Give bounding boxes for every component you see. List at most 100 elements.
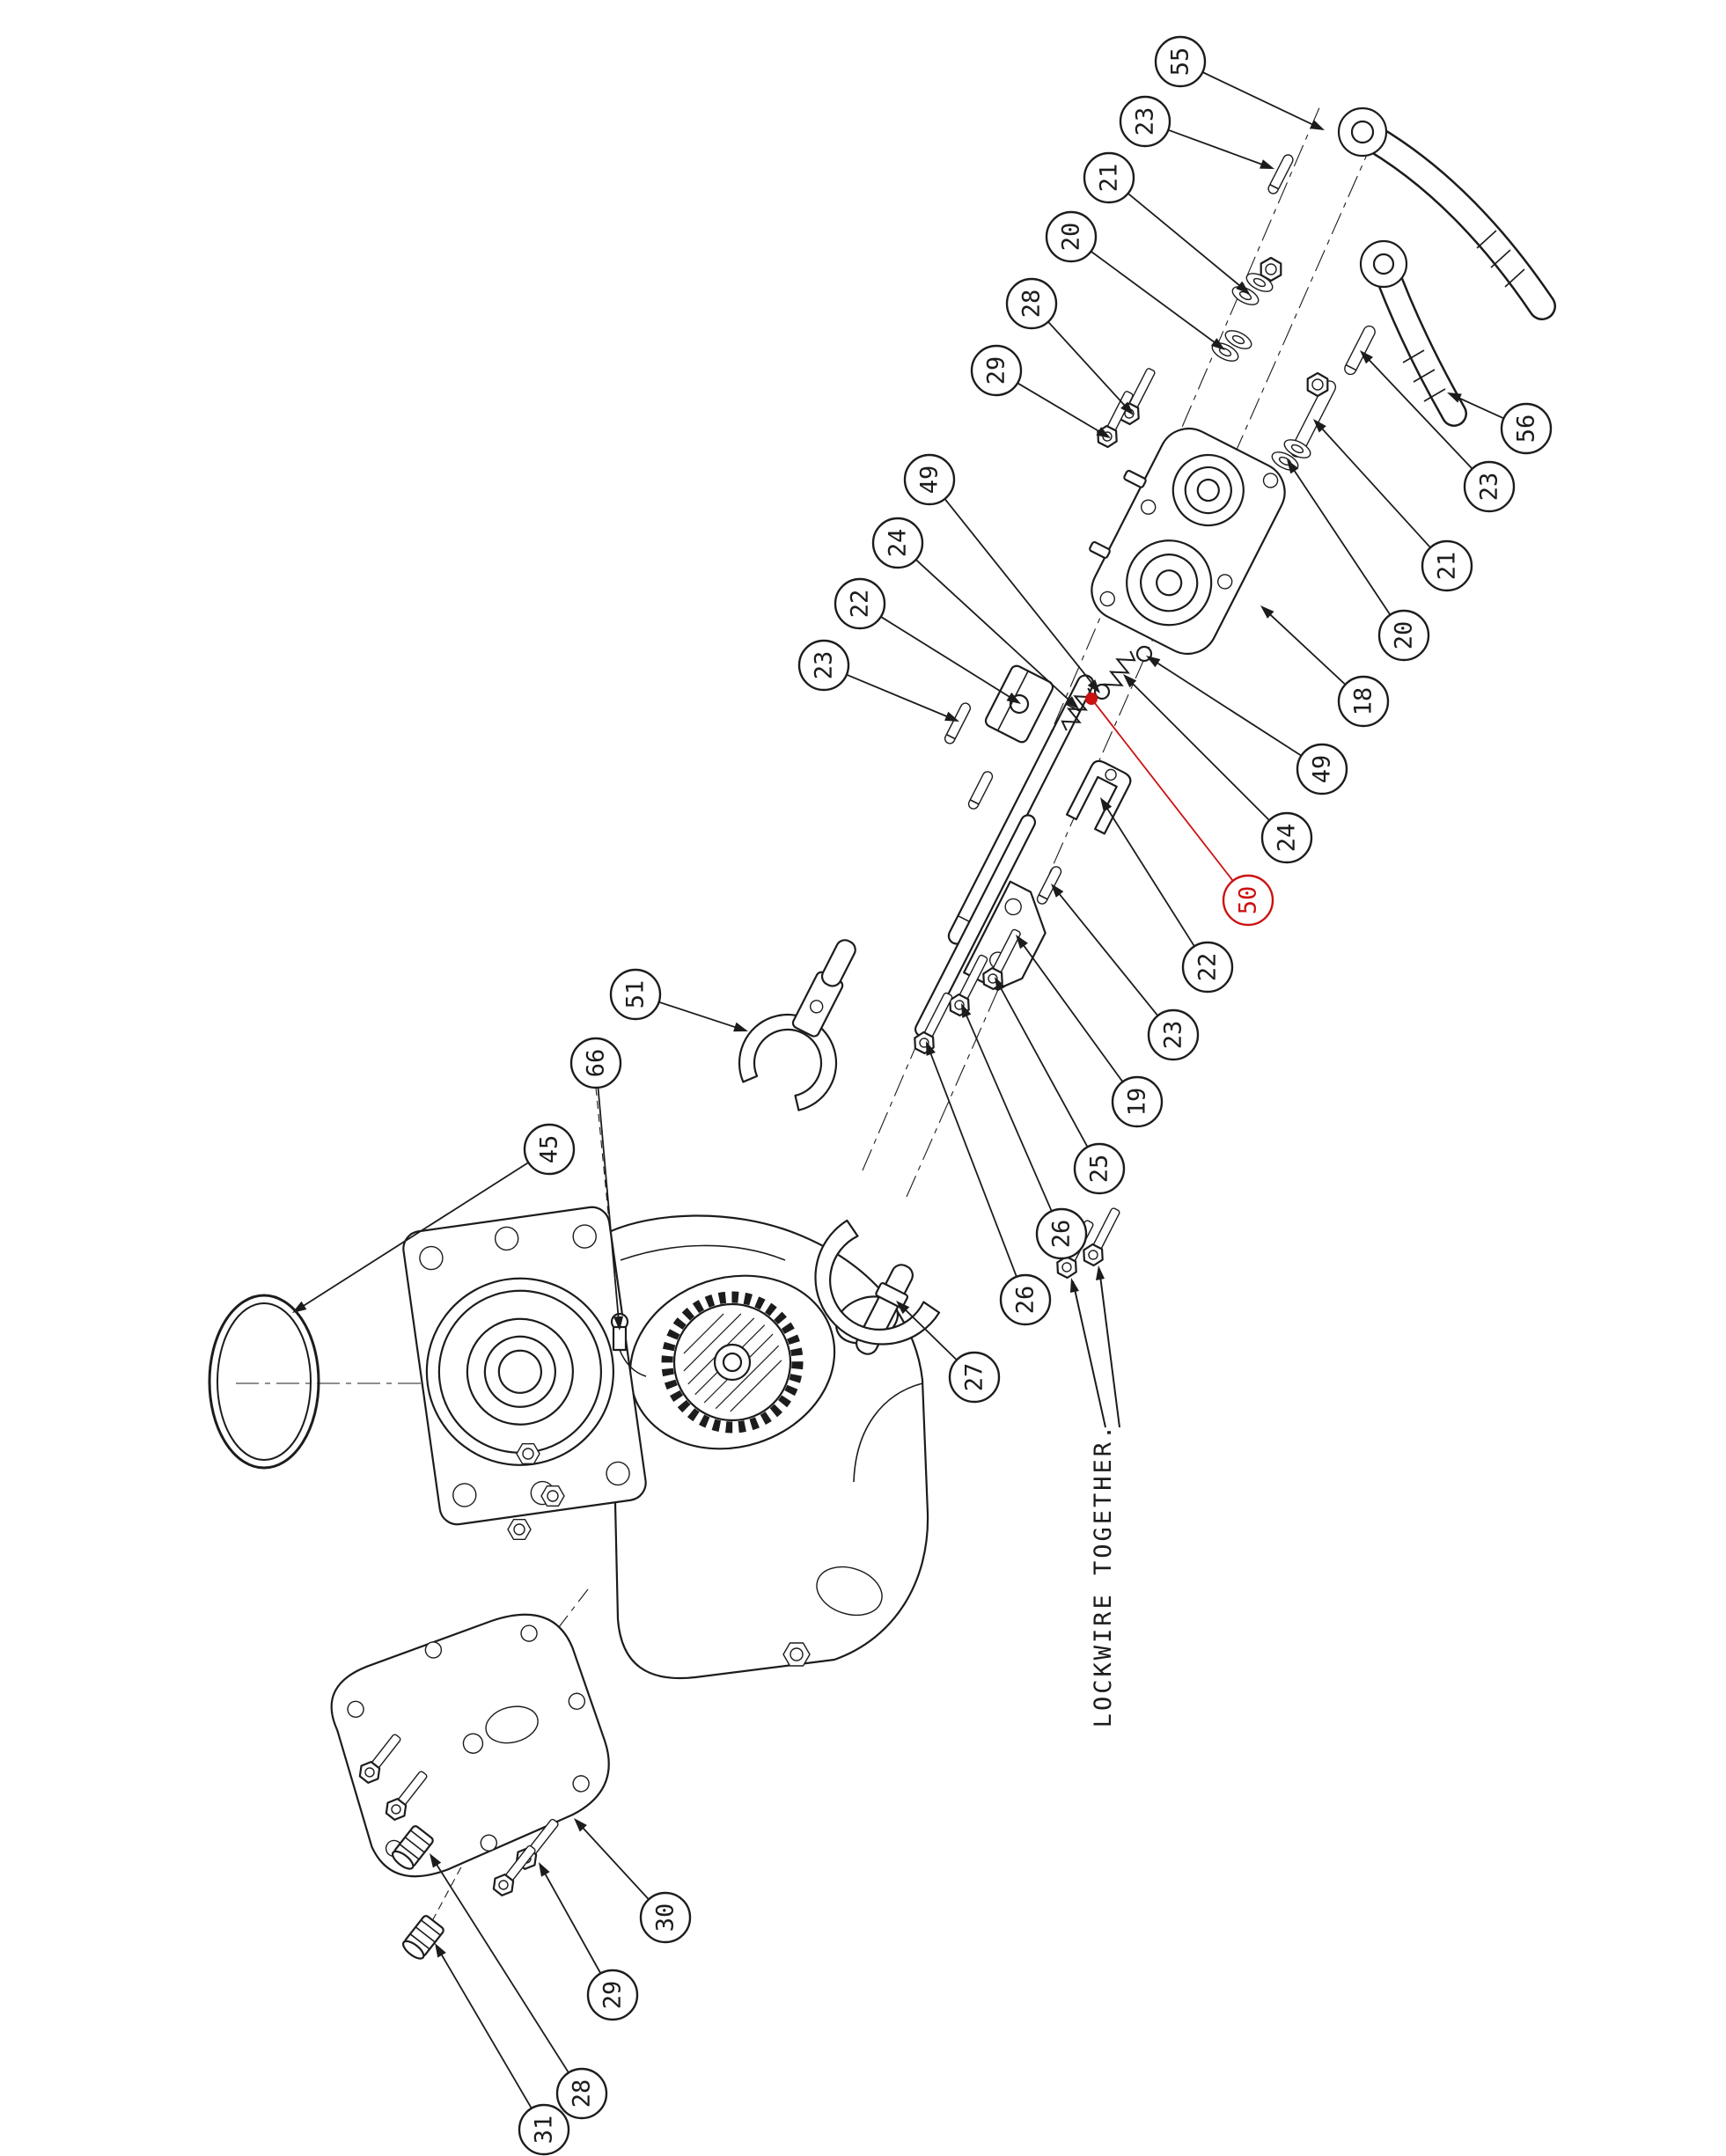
shift-lever-56 (1359, 239, 1467, 427)
hex-bolt (982, 928, 1021, 991)
callout-balloon (903, 453, 956, 506)
callout-balloon (1500, 402, 1553, 455)
gear-teeth (661, 1291, 804, 1434)
shifter-cover-18 (1089, 427, 1286, 656)
callout-22: 22 (1100, 797, 1234, 994)
callout-balloon (948, 1351, 1001, 1404)
callout-21: 21 (1313, 419, 1473, 592)
callout-balloon (1147, 1008, 1200, 1061)
housing-plugs (507, 1443, 811, 1667)
roll-pin (1036, 866, 1062, 905)
callout-balloon (1337, 675, 1390, 728)
callout-51: 51 (609, 968, 748, 1032)
callout-number: 23 (1160, 1021, 1187, 1050)
callout-balloon (1421, 539, 1473, 592)
callout-number: 28 (1018, 290, 1046, 319)
callout-56: 56 (1447, 392, 1553, 455)
detent-ball (1093, 683, 1111, 700)
callout-balloon (1111, 1075, 1164, 1128)
callout-number: 24 (1274, 824, 1301, 853)
callout-29: 29 (970, 344, 1111, 438)
callout-balloon (871, 517, 924, 569)
lockwire-note-arrows (1070, 1265, 1120, 1428)
socket-plug-lower (401, 1915, 444, 1960)
bottom-cover-plate (330, 1613, 610, 1878)
callout-number: 23 (1132, 107, 1159, 136)
callout-number: 22 (1194, 953, 1222, 982)
shift-lever-55 (1337, 106, 1556, 320)
hex-nut (1260, 256, 1282, 282)
callout-balloon (1222, 874, 1274, 927)
callout-45: 45 (292, 1123, 576, 1313)
callout-number: 29 (983, 356, 1010, 385)
roll-pin (1267, 154, 1294, 194)
callout-number: 49 (1309, 755, 1336, 784)
callout-22: 22 (834, 577, 1021, 704)
callout-balloon (639, 1891, 692, 1944)
shift-fork-51 (738, 939, 856, 1111)
hex-bolt (385, 1771, 428, 1821)
callout-number: 20 (1391, 621, 1418, 650)
callout-31: 31 (435, 1943, 570, 2156)
callout-number: 22 (847, 590, 874, 619)
link-yoke-22 (1065, 759, 1132, 835)
callout-number: 28 (569, 2079, 596, 2108)
washer (1283, 439, 1311, 458)
callout-balloon (518, 2103, 570, 2156)
callout-20: 20 (1287, 459, 1430, 662)
callout-balloon (609, 968, 662, 1021)
callout-balloon (586, 1969, 639, 2021)
callout-28: 28 (430, 1853, 608, 2120)
callout-number: 56 (1513, 414, 1540, 444)
callout-number: 26 (1012, 1286, 1039, 1315)
callout-25: 25 (995, 977, 1126, 1195)
callout-balloon (1119, 95, 1171, 148)
callout-66: 66 (569, 1037, 624, 1331)
callout-number: 19 (1124, 1088, 1151, 1117)
callout-55: 55 (1154, 35, 1325, 130)
callout-26: 26 (961, 1003, 1088, 1260)
callout-balloon (1377, 609, 1430, 662)
callout-balloon (555, 2067, 608, 2120)
callout-50: 50 (1086, 693, 1274, 927)
callout-number: 25 (1086, 1155, 1113, 1184)
callout-number: 18 (1350, 687, 1377, 716)
callout-number: 21 (1434, 552, 1461, 581)
callout-20: 20 (1045, 210, 1225, 350)
washer (1224, 330, 1252, 349)
callout-number: 20 (1058, 223, 1085, 252)
callout-23: 23 (1119, 95, 1274, 169)
callout-number: 29 (599, 1981, 627, 2010)
callout-number: 21 (1096, 164, 1123, 193)
callout-balloon (1296, 743, 1348, 796)
callout-balloon (797, 639, 850, 692)
hex-bolt (492, 1844, 536, 1896)
callout-balloon (1260, 811, 1313, 864)
callout-balloon (523, 1123, 576, 1176)
roll-pin (944, 702, 972, 744)
callout-balloon (1181, 941, 1234, 994)
socket-plug-upper (391, 1825, 434, 1870)
callout-18: 18 (1260, 605, 1390, 728)
callout-28: 28 (1005, 277, 1134, 415)
callout-balloon (1045, 210, 1098, 263)
callout-19: 19 (1016, 935, 1164, 1128)
callout-27: 27 (896, 1301, 1001, 1404)
callout-30: 30 (574, 1818, 692, 1944)
hex-bolt (358, 1734, 401, 1784)
callout-number: 23 (1476, 473, 1503, 502)
callout-number: 23 (811, 651, 838, 680)
callout-number: 50 (1235, 886, 1262, 915)
hex-nut (1306, 371, 1329, 398)
callout-number: 24 (885, 529, 912, 558)
callout-29: 29 (539, 1862, 639, 2021)
callout-number: 30 (652, 1903, 679, 1932)
callout-balloon (1463, 460, 1516, 513)
detent-spring (1103, 650, 1136, 694)
callout-number: 26 (1048, 1220, 1076, 1249)
callout-number: 45 (536, 1135, 563, 1164)
callout-number: 51 (622, 980, 650, 1009)
shift-rail-rod-1 (947, 674, 1095, 945)
callout-number: 55 (1167, 48, 1194, 77)
